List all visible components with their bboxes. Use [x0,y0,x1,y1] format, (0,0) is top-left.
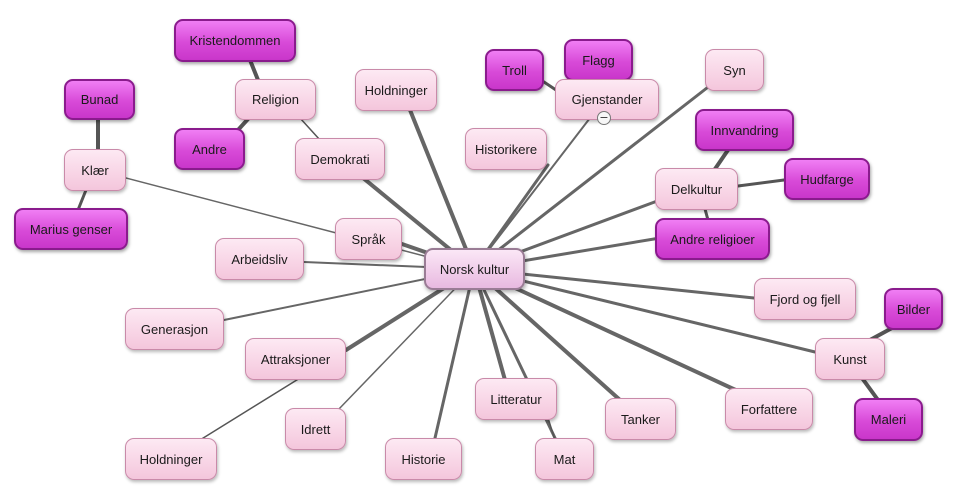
node-attraksjoner[interactable]: Attraksjoner [245,338,346,380]
node-hudfarge[interactable]: Hudfarge [784,158,870,200]
node-marius-genser[interactable]: Marius genser [14,208,128,250]
node-mat[interactable]: Mat [535,438,594,480]
collapse-toggle-gjenstander[interactable]: − [597,111,611,125]
node-religion[interactable]: Religion [235,79,316,120]
node-maleri[interactable]: Maleri [854,398,923,441]
edge-kunst-maleri [860,376,880,402]
node-troll[interactable]: Troll [485,49,544,91]
node-andre-religioer[interactable]: Andre religioer [655,218,770,260]
edge-gjenstander-troll [542,80,558,92]
node-fjord-og-fjell[interactable]: Fjord og fjell [754,278,856,320]
edge-center-kunst [472,267,817,354]
node-delkultur[interactable]: Delkultur [655,168,738,210]
edge-delkultur-hudfarge [736,178,786,188]
node-litteratur[interactable]: Litteratur [475,378,557,420]
node-generasjon[interactable]: Generasjon [125,308,224,350]
edge-litteratur-mat [547,417,556,441]
node-andre[interactable]: Andre [174,128,245,170]
edge-religion-demokrati [299,117,321,141]
edge-delkultur-innvandring [713,148,730,171]
edge-center-tanker [472,267,622,402]
edge-center-idrett [337,268,475,411]
node-kristendommen[interactable]: Kristendommen [174,19,296,62]
node-arbeidsliv[interactable]: Arbeidsliv [215,238,304,280]
node-tanker[interactable]: Tanker [605,398,676,440]
edge-center-holdninger-top [408,108,476,271]
node-holdninger-top[interactable]: Holdninger [355,69,437,111]
central-topic-norsk-kultur[interactable]: Norsk kultur [424,248,525,290]
edge-religion-kristendommen [248,58,260,82]
node-kunst[interactable]: Kunst [815,338,885,380]
node-sprak[interactable]: Språk [335,218,402,260]
edge-center-historie [433,267,476,440]
node-klaer[interactable]: Klær [64,149,126,191]
node-flagg[interactable]: Flagg [564,39,633,81]
node-historikere[interactable]: Historikere [465,128,547,170]
edge-klaer-marius-genser [76,188,88,212]
node-demokrati[interactable]: Demokrati [295,138,385,180]
node-bunad[interactable]: Bunad [64,79,135,120]
node-forfattere[interactable]: Forfattere [725,388,813,430]
node-innvandring[interactable]: Innvandring [695,109,794,151]
edge-center-syn [472,82,714,271]
node-holdninger-bottom[interactable]: Holdninger [125,438,217,480]
edge-center-klaer [125,177,475,270]
node-historie[interactable]: Historie [385,438,462,480]
node-bilder[interactable]: Bilder [884,288,943,330]
node-idrett[interactable]: Idrett [285,408,346,450]
edge-attraksjoner-holdninger [199,377,301,441]
node-syn[interactable]: Syn [705,49,764,91]
